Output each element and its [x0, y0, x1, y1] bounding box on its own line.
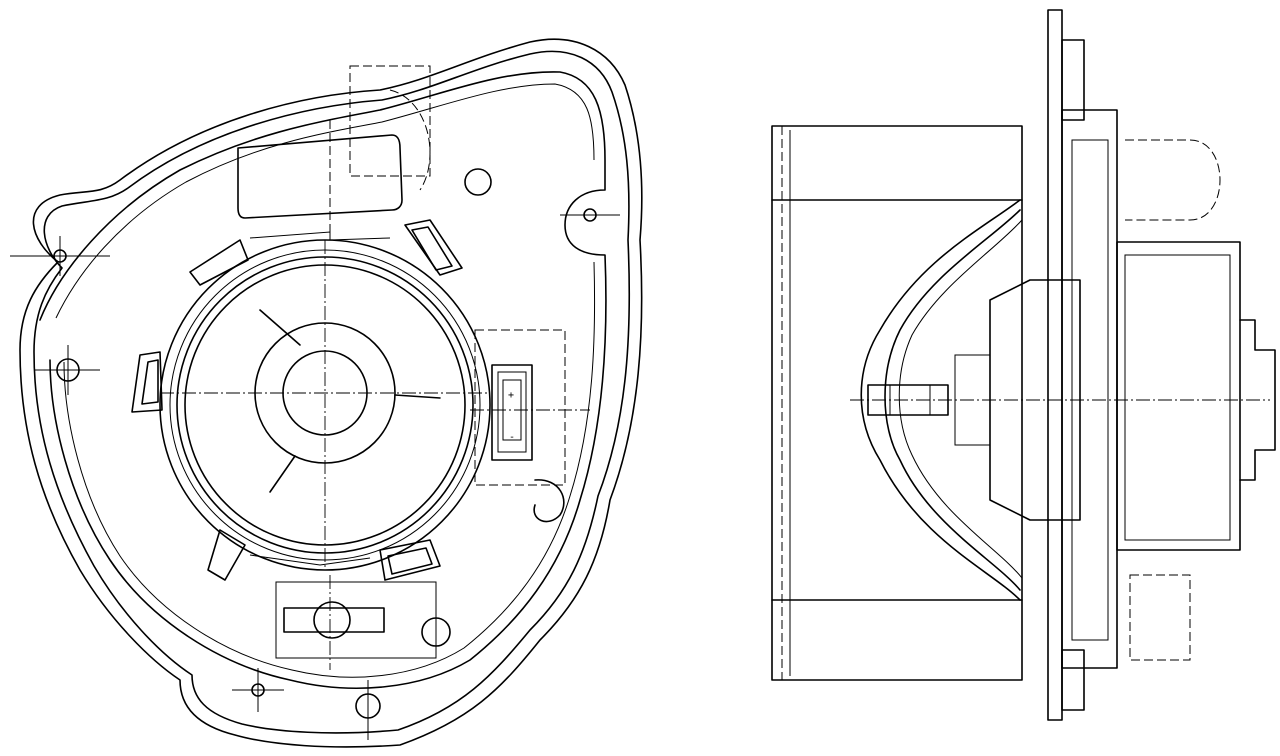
scroll-channel-line — [39, 71, 607, 689]
terminal-mark-negative: - — [509, 432, 515, 443]
motor-can — [1116, 241, 1241, 551]
hub-cone-inner — [884, 209, 1021, 591]
resistor-inner — [497, 371, 527, 453]
hub-spoke — [394, 394, 441, 399]
hub-spoke — [269, 455, 296, 493]
flange-clip-bottom — [1061, 649, 1085, 711]
ring-tab — [249, 554, 371, 566]
motor-can-inner — [1124, 254, 1231, 541]
terminal-mark-positive: + — [508, 390, 514, 401]
hub-spoke — [259, 309, 301, 346]
connector-plug — [313, 601, 351, 639]
motor-housing-inner — [1071, 139, 1109, 641]
motor-front-cap — [989, 279, 1081, 521]
side-view — [771, 9, 1276, 721]
fan-cage — [771, 125, 1023, 681]
hub-cone-outer — [860, 199, 1021, 601]
ring-tab — [249, 231, 391, 241]
resistor-frame — [491, 364, 533, 461]
locating-hole — [464, 168, 492, 196]
front-view: + - — [10, 38, 643, 748]
hidden-outline-top — [349, 65, 431, 177]
housing-outer-outline — [19, 38, 643, 748]
ring-clips — [131, 219, 463, 581]
hub-cone-inner-2 — [898, 219, 1023, 579]
hidden-curve-top — [389, 89, 431, 191]
connector-body — [283, 607, 385, 633]
flange-clip-top — [1061, 39, 1085, 121]
hidden-connector — [1125, 139, 1221, 221]
hidden-terminal — [1129, 574, 1191, 661]
inlet-tab — [237, 134, 403, 219]
resistor-hidden-outline — [474, 329, 566, 486]
resistor-tab — [533, 479, 565, 523]
motor-bearing-housing — [954, 354, 991, 446]
housing-inner-outline — [33, 50, 631, 734]
scroll-channel-line-2 — [55, 83, 596, 678]
connector-box — [275, 581, 437, 659]
motor-end-cap — [1239, 319, 1276, 481]
